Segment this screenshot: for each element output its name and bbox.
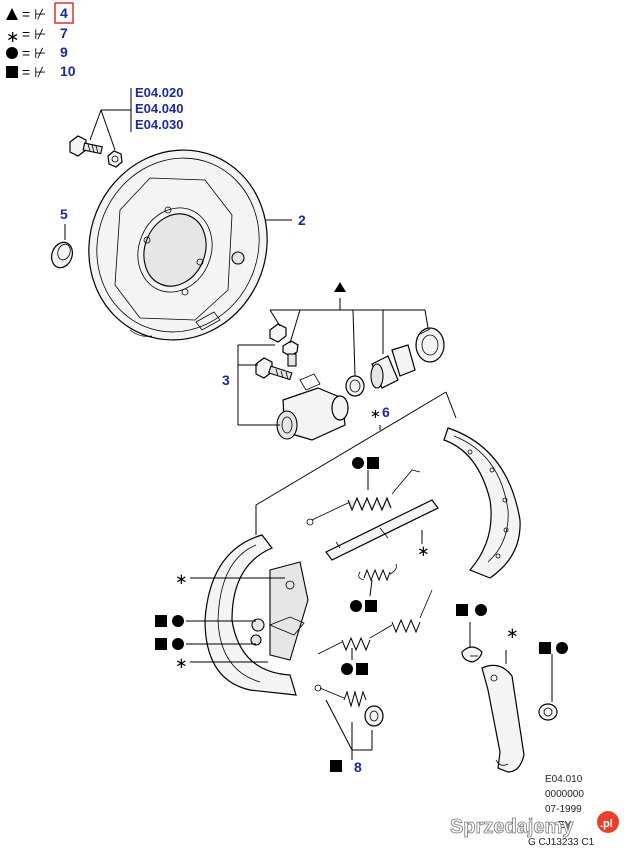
lever-washer [538, 703, 558, 721]
footer-line: E04.010 [545, 774, 583, 785]
triangle-icon [334, 282, 346, 292]
watermark-badge [597, 811, 619, 833]
circle-icon [341, 663, 353, 675]
legend-highlight-box [54, 2, 74, 24]
circle-icon [556, 642, 568, 654]
mounting-nut [107, 150, 123, 168]
footer-line: EY [558, 820, 572, 831]
legend-row-asterisk: ∗ = ⊬ 7 [6, 25, 68, 46]
asterisk-icon: ∗ [175, 654, 188, 672]
symbol-markers: ∗ ∗ ∗ ∗ ∗ [155, 407, 568, 772]
legend-eq: = ⊬ [22, 45, 46, 61]
callout-8: 8 [354, 759, 362, 775]
callout-bracket-8 [325, 699, 373, 760]
legend-value: 7 [60, 25, 68, 41]
adjuster-strut [325, 499, 439, 561]
legend-row-square: = ⊬ 10 [6, 63, 76, 80]
drawing-footer: E04.010 0000000 07-1999 EY G CJ13233 C1 [528, 774, 595, 848]
square-icon [456, 604, 468, 616]
hold-down-pin [314, 684, 345, 699]
legend-row-triangle: = ⊬ 4 [6, 2, 74, 24]
watermark-suffix: .pl [600, 818, 613, 830]
legend-eq: = ⊬ [22, 6, 46, 22]
callout-5: 5 [60, 206, 68, 240]
wheel-cylinder [276, 373, 349, 441]
circle-icon [6, 47, 18, 59]
asterisk-icon: ∗ [370, 407, 381, 422]
square-icon [155, 638, 167, 650]
bleed-screw [269, 323, 299, 367]
callout-leader-triangle [269, 298, 429, 377]
square-icon [330, 760, 342, 772]
adjuster-spring [358, 563, 397, 582]
parking-brake-lever [481, 664, 525, 773]
circle-icon [352, 457, 364, 469]
circle-icon [475, 604, 487, 616]
legend-eq: = ⊬ [22, 26, 46, 42]
reference-code: E04.020 [135, 85, 183, 100]
circle-icon [172, 638, 184, 650]
callout-3: 3 [222, 372, 230, 388]
square-icon [6, 66, 18, 78]
hold-down-spring [343, 690, 367, 708]
circle-icon [350, 600, 362, 612]
mounting-bolt [69, 135, 103, 157]
watermark-brand: Sprzedajemy [450, 816, 574, 838]
brake-shoe-left [204, 534, 309, 696]
reference-codes: E04.020 E04.040 E04.030 [89, 85, 183, 151]
callout-6: 6 [382, 404, 390, 420]
legend-row-circle: = ⊬ 9 [6, 44, 68, 61]
retaining-clip [461, 646, 483, 663]
cylinder-bolt [255, 357, 293, 381]
hold-down-cup [364, 705, 384, 727]
square-icon [356, 663, 368, 675]
callout-2: 2 [266, 212, 306, 228]
footer-line: 07-1999 [545, 804, 582, 815]
callout-number: 6 [382, 404, 390, 420]
circle-icon [172, 615, 184, 627]
legend-value: 10 [60, 63, 76, 79]
callout-number: 2 [298, 212, 306, 228]
legend-value: 9 [60, 44, 68, 60]
triangle-icon [6, 8, 18, 20]
footer-line: G CJ13233 C1 [528, 837, 595, 848]
callout-number: 8 [354, 759, 362, 775]
brake-backing-plate [88, 149, 268, 341]
brake-shoe-right [443, 427, 521, 579]
lower-return-spring [317, 589, 433, 655]
callout-bracket-6 [255, 391, 457, 535]
cylinder-piston [370, 344, 416, 389]
callout-bracket-3 [237, 344, 280, 426]
reference-code: E04.030 [135, 117, 183, 132]
cylinder-seal [345, 375, 365, 397]
upper-return-spring [306, 469, 421, 526]
callout-number: 5 [60, 206, 68, 222]
square-icon [365, 600, 377, 612]
callout-number: 3 [222, 372, 230, 388]
footer-line: 0000000 [545, 789, 584, 800]
legend: = ⊬ 4 ∗ = ⊬ 7 = ⊬ 9 = ⊬ 10 [6, 2, 76, 80]
legend-value: 4 [60, 5, 68, 21]
asterisk-icon: ∗ [417, 542, 430, 560]
asterisk-icon: ∗ [506, 624, 519, 642]
asterisk-icon: ∗ [175, 570, 188, 588]
left-shoe-leaders [186, 577, 285, 663]
square-icon [539, 642, 551, 654]
square-icon [155, 615, 167, 627]
rubber-plug [51, 241, 73, 269]
legend-eq: = ⊬ [22, 64, 46, 80]
reference-code: E04.040 [135, 101, 183, 116]
watermark: Sprzedajemy .pl [450, 811, 619, 838]
square-icon [367, 457, 379, 469]
asterisk-icon: ∗ [6, 27, 19, 46]
dust-boot [415, 327, 445, 363]
